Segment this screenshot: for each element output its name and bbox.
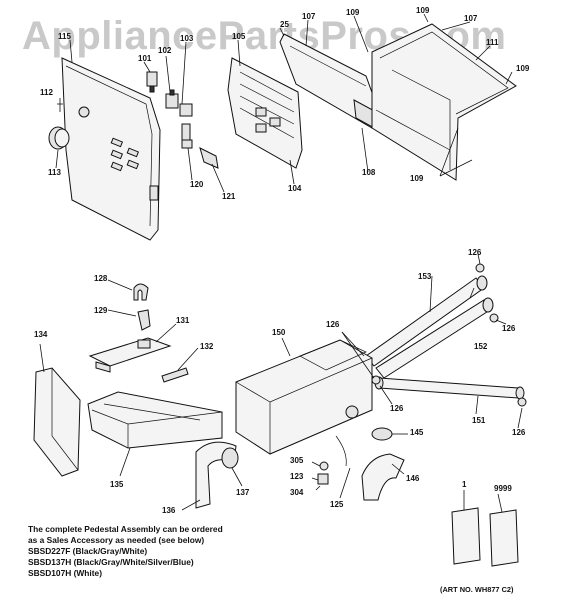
callout-113: 113 — [48, 168, 61, 177]
callout-1: 1 — [462, 480, 467, 489]
callout-153: 153 — [418, 272, 432, 281]
callout-137: 137 — [236, 488, 250, 497]
callout-126-d: 126 — [390, 404, 404, 413]
callout-129: 129 — [94, 306, 108, 315]
callout-112: 112 — [40, 88, 53, 97]
callout-131: 131 — [176, 316, 190, 325]
callout-146: 146 — [406, 474, 420, 483]
callout-9999: 9999 — [494, 484, 512, 493]
note-line-4: SBSD137H (Black/Gray/White/Silver/Blue) — [28, 557, 194, 567]
callout-151: 151 — [472, 416, 486, 425]
callout-126-b: 126 — [326, 320, 340, 329]
callout-108: 108 — [362, 168, 376, 177]
art-number: (ART NO. WH877 C2) — [440, 585, 514, 594]
callout-101: 101 — [138, 54, 152, 63]
note-line-5: SBSD107H (White) — [28, 568, 102, 578]
callout-105: 105 — [232, 32, 246, 41]
callout-145: 145 — [410, 428, 424, 437]
callout-109-c: 109 — [516, 64, 530, 73]
control-panel-drawing — [61, 57, 161, 241]
note-line-1: The complete Pedestal Assembly can be or… — [28, 524, 223, 534]
callout-135: 135 — [110, 480, 124, 489]
callout-103: 103 — [180, 34, 194, 43]
top-cover-drawing — [371, 23, 517, 181]
callout-123: 123 — [290, 472, 304, 481]
dispenser-tray-drawing — [87, 391, 223, 449]
dispenser-housing-drawing — [235, 339, 373, 455]
drain-hose-drawing — [374, 376, 525, 400]
callout-120: 120 — [190, 180, 204, 189]
callout-136: 136 — [162, 506, 176, 515]
pedestal-ordering-note: The complete Pedestal Assembly can be or… — [28, 524, 270, 579]
literature-bags-drawing — [451, 507, 519, 567]
note-line-2: as a Sales Accessory as needed (see belo… — [28, 535, 205, 545]
callout-304: 304 — [290, 488, 304, 497]
callout-109-a: 109 — [346, 8, 360, 17]
side-panel-drawing — [33, 367, 81, 477]
callout-152: 152 — [474, 342, 488, 351]
callout-115: 115 — [58, 32, 71, 41]
callout-125: 125 — [330, 500, 344, 509]
inlet-hoses-drawing — [365, 275, 494, 379]
callout-128: 128 — [94, 274, 108, 283]
callout-109-d: 109 — [410, 174, 424, 183]
callout-25: 25 — [280, 20, 289, 29]
callout-107-b: 107 — [464, 14, 478, 23]
callout-150: 150 — [272, 328, 286, 337]
callout-126-c: 126 — [502, 324, 516, 333]
callout-134: 134 — [34, 330, 48, 339]
callout-102: 102 — [158, 46, 172, 55]
dispenser-drawer-drawing — [88, 337, 172, 373]
note-line-3: SBSD227F (Black/Gray/White) — [28, 546, 148, 556]
callout-121: 121 — [222, 192, 236, 201]
callout-126-e: 126 — [512, 428, 526, 437]
callout-126-a: 126 — [468, 248, 482, 257]
callout-109-b: 109 — [416, 6, 430, 15]
drain-parts-drawing — [317, 427, 405, 501]
control-board-drawing — [227, 57, 303, 169]
callout-305: 305 — [290, 456, 304, 465]
knob-drawing — [48, 126, 70, 150]
callout-107-a: 107 — [302, 12, 316, 21]
callout-111: 111 — [486, 38, 499, 47]
switches-drawing — [146, 71, 219, 169]
callout-132: 132 — [200, 342, 214, 351]
elbow-hose-drawing — [195, 441, 239, 509]
leader-lines — [39, 13, 523, 513]
callout-104: 104 — [288, 184, 302, 193]
